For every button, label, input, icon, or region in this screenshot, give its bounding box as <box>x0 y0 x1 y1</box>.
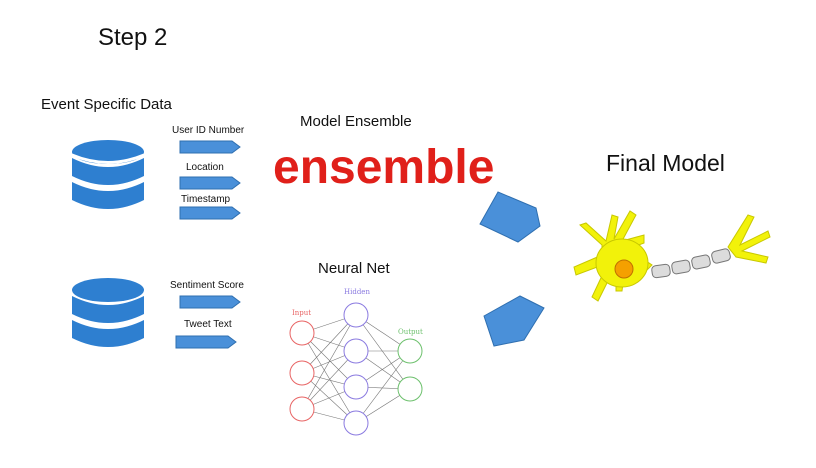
arrow-location <box>179 176 241 190</box>
event-data-title: Event Specific Data <box>41 96 172 113</box>
arrow-timestamp <box>179 206 241 220</box>
feature-label-timestamp: Timestamp <box>181 194 231 205</box>
step-title: Step 2 <box>98 24 168 51</box>
arrow-user-id <box>179 140 241 154</box>
feature-label-user-id: User ID Number <box>172 125 245 136</box>
model-ensemble-title: Model Ensemble <box>300 113 412 130</box>
neuron-icon <box>573 210 771 302</box>
database-icon-sentiment <box>72 278 144 347</box>
hidden-layer-label: Hidden <box>344 288 370 296</box>
arrow-tweet-text <box>175 335 237 349</box>
output-layer-label: Output <box>398 328 423 336</box>
feature-label-tweet-text: Tweet Text <box>184 319 232 330</box>
neural-net-title: Neural Net <box>318 260 390 277</box>
final-model-title: Final Model <box>606 150 725 176</box>
ensemble-logo: ensemble <box>273 141 495 194</box>
feature-label-location: Location <box>186 162 224 173</box>
pentagon-arrow-ensemble <box>479 191 541 243</box>
pentagon-arrow-neural <box>483 295 545 347</box>
database-icon-event <box>71 140 145 209</box>
neural-net-diagram: Input Hidden Output <box>289 288 423 436</box>
feature-label-sentiment: Sentiment Score <box>170 280 244 291</box>
input-layer-label: Input <box>292 309 311 317</box>
arrow-sentiment <box>179 295 241 309</box>
